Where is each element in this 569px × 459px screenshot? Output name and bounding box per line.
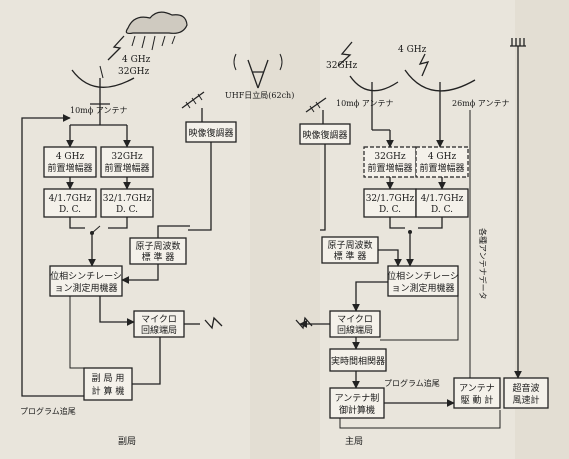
main-antenna-26m-label: 26mϕ アンテナ bbox=[452, 99, 509, 108]
main-4ghz-dc bbox=[415, 188, 469, 218]
main-antenna-drive bbox=[453, 377, 501, 409]
main-phase-l1: 位相シンチレーシ bbox=[387, 270, 459, 282]
sub-antenna-label: 10mϕ アンテナ bbox=[70, 106, 127, 115]
main-antenna-drive-l1: アンテナ bbox=[459, 383, 495, 394]
main-micro-l2: 回線端局 bbox=[337, 324, 373, 336]
uhf-station-label: UHF日立局(62ch) bbox=[225, 90, 294, 100]
main-antenna-drive-l2: 駆 動 計 bbox=[461, 394, 494, 406]
dish-antenna-icon bbox=[71, 65, 135, 105]
main-4ghz-preamp-l1: 4 GHz bbox=[428, 152, 457, 162]
background-page-texture bbox=[250, 0, 569, 459]
sub-video-demodulator-label: 映像復調器 bbox=[188, 127, 233, 139]
main-antenna-10m-label: 10mϕ アンテナ bbox=[336, 99, 393, 108]
sub-4ghz-preamp-l2: 前置増幅器 bbox=[47, 162, 92, 174]
sub-micro-l1: マイクロ bbox=[141, 314, 177, 325]
yagi-antenna-icon bbox=[181, 91, 205, 109]
main-32ghz-preamp-l2: 前置増幅器 bbox=[367, 162, 412, 174]
main-antenna-data-label: 各種アンテナデータ bbox=[478, 228, 488, 300]
dish-10m-icon bbox=[349, 75, 399, 106]
sub-32ghz-dc-l2: D. C. bbox=[116, 205, 138, 215]
satellite-signal-icon bbox=[107, 35, 125, 61]
sub-station-computer bbox=[83, 367, 133, 401]
sub-computer-l1: 副 局 用 bbox=[92, 373, 125, 384]
anemometer-icon bbox=[510, 38, 526, 60]
main-4ghz-label: 4 GHz bbox=[398, 45, 427, 55]
main-4ghz-dc-l2: D. C. bbox=[431, 205, 453, 215]
uhf-tower-icon bbox=[233, 53, 283, 89]
sub-phase-l2: ョン測定用機器 bbox=[54, 282, 117, 294]
main-micro-l1: マイクロ bbox=[337, 314, 373, 325]
sub-atomic-l2: 標 準 器 bbox=[142, 251, 175, 263]
main-4ghz-preamp-l2: 前置増幅器 bbox=[419, 162, 464, 174]
main-ultrasonic-l2: 風速計 bbox=[512, 394, 539, 406]
sub-microwave-terminal bbox=[133, 310, 185, 338]
main-yagi-antenna-icon bbox=[305, 97, 327, 113]
main-phase-scintillation-equipment bbox=[387, 265, 459, 297]
sub-atomic-l1: 原子周波数 bbox=[135, 240, 180, 252]
sub-4ghz-label: 4 GHz bbox=[122, 55, 151, 65]
main-32ghz-dc-l2: D. C. bbox=[379, 205, 401, 215]
main-antenna-control-l1: アンテナ制 bbox=[335, 392, 380, 404]
sub-micro-l2: 回線端局 bbox=[141, 324, 177, 336]
sub-32ghz-dc-l1: 32/1.7GHz bbox=[103, 194, 152, 204]
main-ultrasonic-anemometer bbox=[503, 377, 549, 409]
sub-phase-l1: 位相シンチレーシ bbox=[50, 270, 122, 282]
main-32ghz-dc-l1: 32/1.7GHz bbox=[366, 194, 415, 204]
main-4ghz-dc-l1: 4/1.7GHz bbox=[421, 194, 464, 204]
cloud-icon bbox=[125, 11, 188, 51]
main-32ghz-label: 32GHz bbox=[326, 61, 357, 71]
main-realtime-correlator-label: 実時間相関器 bbox=[331, 355, 385, 367]
satellite-signal-32-icon bbox=[337, 41, 353, 67]
dish-26m-icon bbox=[404, 69, 476, 110]
main-program-track-label: プログラム追尾 bbox=[384, 378, 440, 388]
sub-4ghz-dc-l2: D. C. bbox=[59, 205, 81, 215]
main-connections bbox=[295, 60, 522, 429]
sub-program-track-label: プログラム追尾 bbox=[20, 406, 76, 416]
main-station-diagram: 32GHz 4 GHz 10mϕ アンテナ 26mϕ アンテナ 映像復調器 32… bbox=[295, 38, 549, 447]
sub-4ghz-dc-l1: 4/1.7GHz bbox=[49, 194, 92, 204]
sub-32ghz-preamp bbox=[100, 146, 154, 178]
main-antenna-control-l2: 御計算機 bbox=[339, 404, 375, 416]
sub-32ghz-label: 32GHz bbox=[118, 67, 149, 77]
main-atomic-l2: 標 準 器 bbox=[334, 250, 367, 262]
sub-station-diagram: 4 GHz 32GHz 10mϕ アンテナ UHF日立局(62ch) 映像復調器… bbox=[20, 11, 294, 447]
sub-computer-l2: 計 算 機 bbox=[92, 385, 125, 397]
main-32ghz-preamp-l1: 32GHz bbox=[374, 152, 405, 162]
sub-32ghz-preamp-l1: 32GHz bbox=[111, 152, 142, 162]
sub-4ghz-preamp-l1: 4 GHz bbox=[56, 152, 85, 162]
main-atomic-l1: 原子周波数 bbox=[327, 239, 372, 251]
main-video-demodulator-label: 映像復調器 bbox=[302, 129, 347, 141]
sub-station-caption: 副局 bbox=[118, 436, 136, 447]
sub-connections bbox=[21, 104, 223, 397]
satellite-signal-4-icon bbox=[418, 53, 430, 77]
main-ultrasonic-l1: 超音波 bbox=[512, 382, 539, 394]
sub-32ghz-preamp-l2: 前置増幅器 bbox=[104, 162, 149, 174]
main-phase-l2: ョン測定用機器 bbox=[391, 282, 454, 294]
main-station-caption: 主局 bbox=[345, 435, 363, 447]
sub-phase-scintillation-equipment bbox=[49, 265, 123, 297]
